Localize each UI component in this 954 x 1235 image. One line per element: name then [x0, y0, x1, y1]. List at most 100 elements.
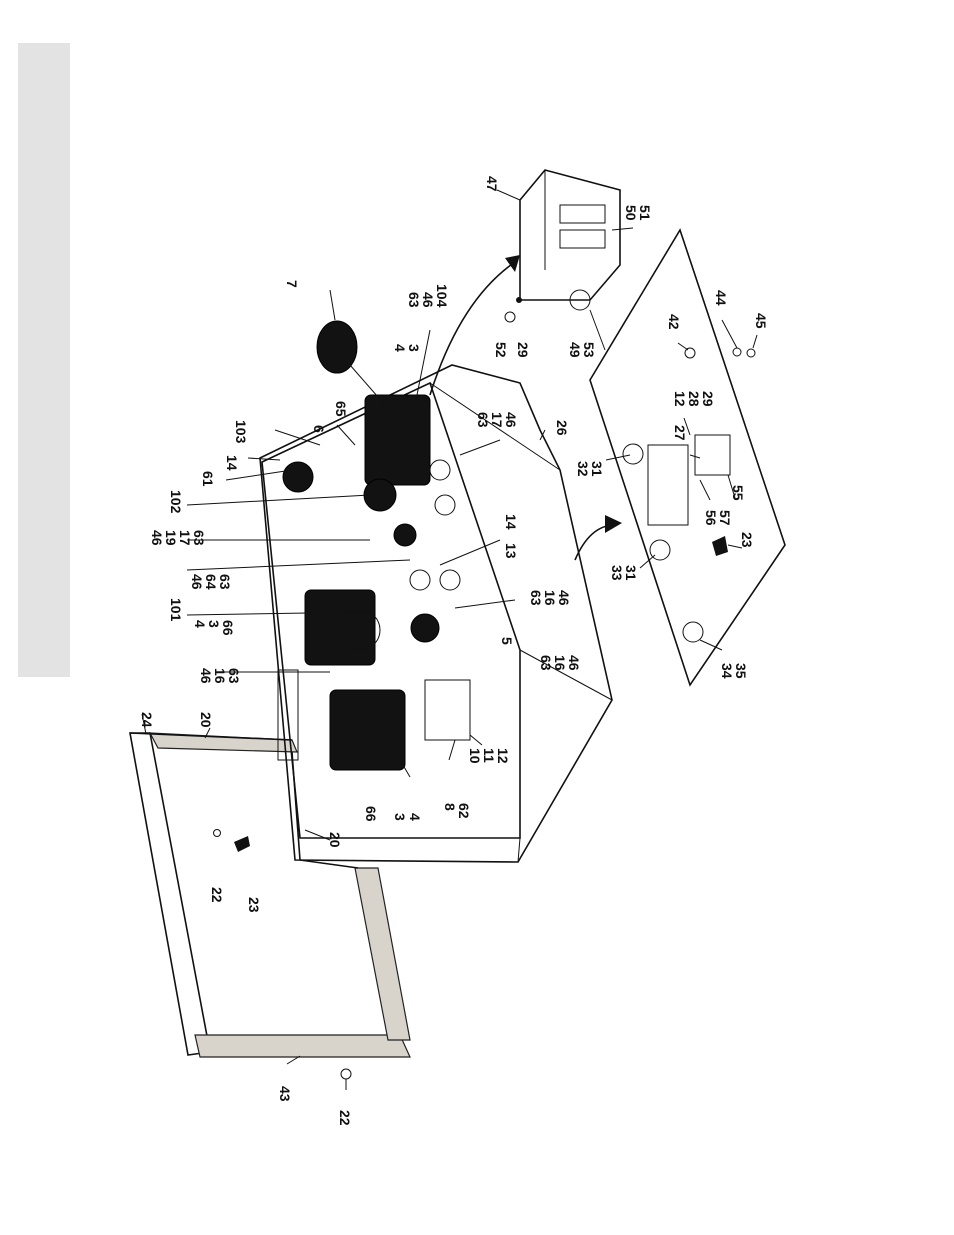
callout-45: 45: [753, 313, 769, 329]
callout-101: 101: [168, 598, 184, 622]
callout-20: 20: [198, 712, 214, 728]
callout-61: 61: [200, 471, 216, 487]
callout-4: 4: [407, 813, 423, 821]
callout-11: 11: [481, 748, 497, 763]
callout-3: 3: [406, 344, 422, 352]
callout-6: 6: [311, 425, 327, 433]
callout-3: 3: [206, 620, 222, 628]
joystick-handle: [317, 321, 357, 373]
callout-46: 46: [566, 655, 582, 671]
callout-46: 46: [420, 292, 436, 308]
callout-17: 17: [489, 412, 505, 428]
connector: [683, 622, 703, 642]
control-knob: [394, 524, 416, 546]
callout-46: 46: [556, 590, 572, 606]
terminal-strip: [648, 445, 688, 525]
callout-42: 42: [666, 314, 682, 330]
callout-66: 66: [220, 620, 236, 636]
callout-63: 63: [217, 574, 233, 590]
electrical-enclosure: [430, 170, 620, 395]
callout-3: 3: [392, 813, 408, 821]
callout-4: 4: [392, 344, 408, 352]
bolt-45: [747, 349, 755, 357]
callout-104: 104: [434, 284, 450, 308]
callout-63: 63: [538, 655, 554, 671]
callout-50: 50: [623, 205, 639, 221]
callout-34: 34: [719, 663, 735, 679]
callout-13: 13: [503, 543, 519, 559]
callout-12: 12: [672, 391, 688, 407]
callout-63: 63: [226, 668, 242, 684]
control-knob: [411, 614, 439, 642]
callout-19: 19: [163, 530, 179, 546]
callout-16: 16: [542, 590, 558, 606]
callout-46: 46: [198, 668, 214, 684]
callout-23: 23: [739, 532, 755, 548]
callout-57: 57: [717, 510, 733, 526]
callout-23: 23: [246, 897, 262, 913]
callout-22: 22: [209, 887, 225, 903]
callout-27: 27: [672, 425, 688, 441]
callout-14: 14: [503, 514, 519, 530]
callout-63: 63: [191, 530, 207, 546]
callout-55: 55: [730, 485, 746, 501]
callout-12: 12: [495, 748, 511, 764]
callout-46: 46: [503, 412, 519, 428]
callout-8: 8: [442, 803, 458, 811]
joystick-base-left: [330, 690, 405, 770]
latch-23: [712, 536, 728, 556]
callout-51: 51: [637, 205, 653, 221]
callout-63: 63: [406, 292, 422, 308]
callout-53: 53: [581, 342, 597, 358]
callout-20: 20: [327, 832, 343, 848]
cover-seal-right: [355, 868, 410, 1040]
assembly-arrowhead: [605, 515, 622, 533]
emergency-stop-button: [283, 462, 313, 492]
callout-33: 33: [609, 565, 625, 581]
callout-28: 28: [686, 391, 702, 407]
callout-17: 17: [177, 530, 193, 546]
cover-lip: [130, 733, 210, 1055]
joystick-base-right: [365, 395, 430, 485]
cover-screw: [214, 830, 221, 837]
callout-10: 10: [467, 748, 483, 764]
base-plate: [575, 230, 785, 685]
callout-63: 63: [528, 590, 544, 606]
callout-26: 26: [554, 420, 570, 436]
relay-55: [695, 435, 730, 475]
relay-block: [560, 205, 605, 223]
callout-103: 103: [233, 420, 249, 444]
cover-screw-bottom: [341, 1069, 351, 1079]
fastener-52: [505, 312, 515, 322]
cover-seal-top: [150, 733, 297, 752]
relay-block: [560, 230, 605, 248]
callout-16: 16: [552, 655, 568, 671]
toggle-switch: [410, 570, 430, 590]
callout-66: 66: [363, 806, 379, 822]
toggle-switch: [435, 495, 455, 515]
callout-7: 7: [284, 280, 300, 288]
control-box-cover: [130, 733, 410, 1090]
assembly-arrow: [430, 262, 515, 395]
connector: [623, 444, 643, 464]
nut-29: [516, 297, 522, 303]
callout-64: 64: [203, 574, 219, 590]
callout-29: 29: [700, 391, 716, 407]
callout-4: 4: [192, 620, 208, 628]
cover-latch: [234, 836, 250, 852]
callout-56: 56: [703, 510, 719, 526]
callout-31: 31: [589, 461, 605, 477]
callout-16: 16: [212, 668, 228, 684]
callout-43: 43: [277, 1086, 293, 1102]
callout-24: 24: [139, 712, 155, 728]
callout-46: 46: [149, 530, 165, 546]
callout-31: 31: [623, 565, 639, 581]
callout-29: 29: [515, 342, 531, 358]
cover-seal-bottom: [195, 1035, 410, 1057]
callout-52: 52: [493, 342, 509, 358]
callout-5: 5: [499, 637, 515, 645]
washer-44: [733, 348, 741, 356]
hour-meter: [425, 680, 470, 740]
callout-44: 44: [713, 290, 729, 306]
